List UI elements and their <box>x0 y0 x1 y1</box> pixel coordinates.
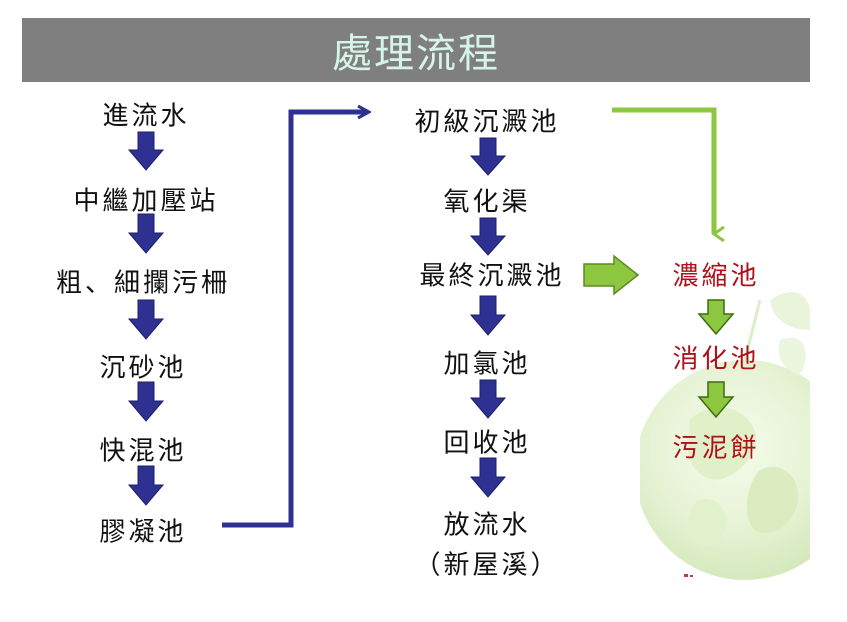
down-arrow-icon <box>469 295 507 336</box>
step-effluent-receiving-stream: （新屋溪） <box>414 550 560 581</box>
step-relay-pump-station: 中繼加壓站 <box>73 186 219 217</box>
down-arrow-icon <box>697 381 735 419</box>
step-recovery-tank: 回收池 <box>443 428 531 459</box>
step-sludge-cake: 污泥餅 <box>672 433 760 464</box>
right-arrow-icon <box>583 254 640 296</box>
down-arrow-icon <box>697 299 735 336</box>
step-screens: 粗、細攔污柵 <box>55 268 231 299</box>
sludge-connector-arrow-icon <box>612 107 714 234</box>
step-primary-clarifier: 初級沉澱池 <box>414 107 560 138</box>
step-effluent: 放流水 <box>443 510 531 541</box>
step-rapid-mix-tank: 快混池 <box>99 436 187 467</box>
down-arrow-icon <box>469 379 507 419</box>
step-grit-chamber: 沉砂池 <box>99 353 187 384</box>
step-thickener: 濃縮池 <box>672 261 760 292</box>
step-final-clarifier: 最終沉澱池 <box>419 261 565 292</box>
step-chlorination-tank: 加氯池 <box>443 349 531 380</box>
down-arrow-icon <box>469 457 507 498</box>
title-bar: 處理流程 <box>22 18 810 82</box>
step-digester: 消化池 <box>672 344 760 375</box>
down-arrow-icon <box>469 137 507 176</box>
page-title: 處理流程 <box>332 31 500 77</box>
connector-arrow-icon <box>222 112 368 528</box>
step-flocculation-tank: 膠凝池 <box>99 517 187 548</box>
down-arrow-icon <box>127 465 165 506</box>
down-arrow-icon <box>127 213 165 254</box>
down-arrow-icon <box>127 381 165 422</box>
step-inflow: 進流水 <box>102 101 190 132</box>
down-arrow-icon <box>127 299 165 340</box>
down-arrow-icon <box>469 217 507 256</box>
down-arrow-icon <box>127 131 165 171</box>
step-oxidation-ditch: 氧化渠 <box>443 187 531 218</box>
